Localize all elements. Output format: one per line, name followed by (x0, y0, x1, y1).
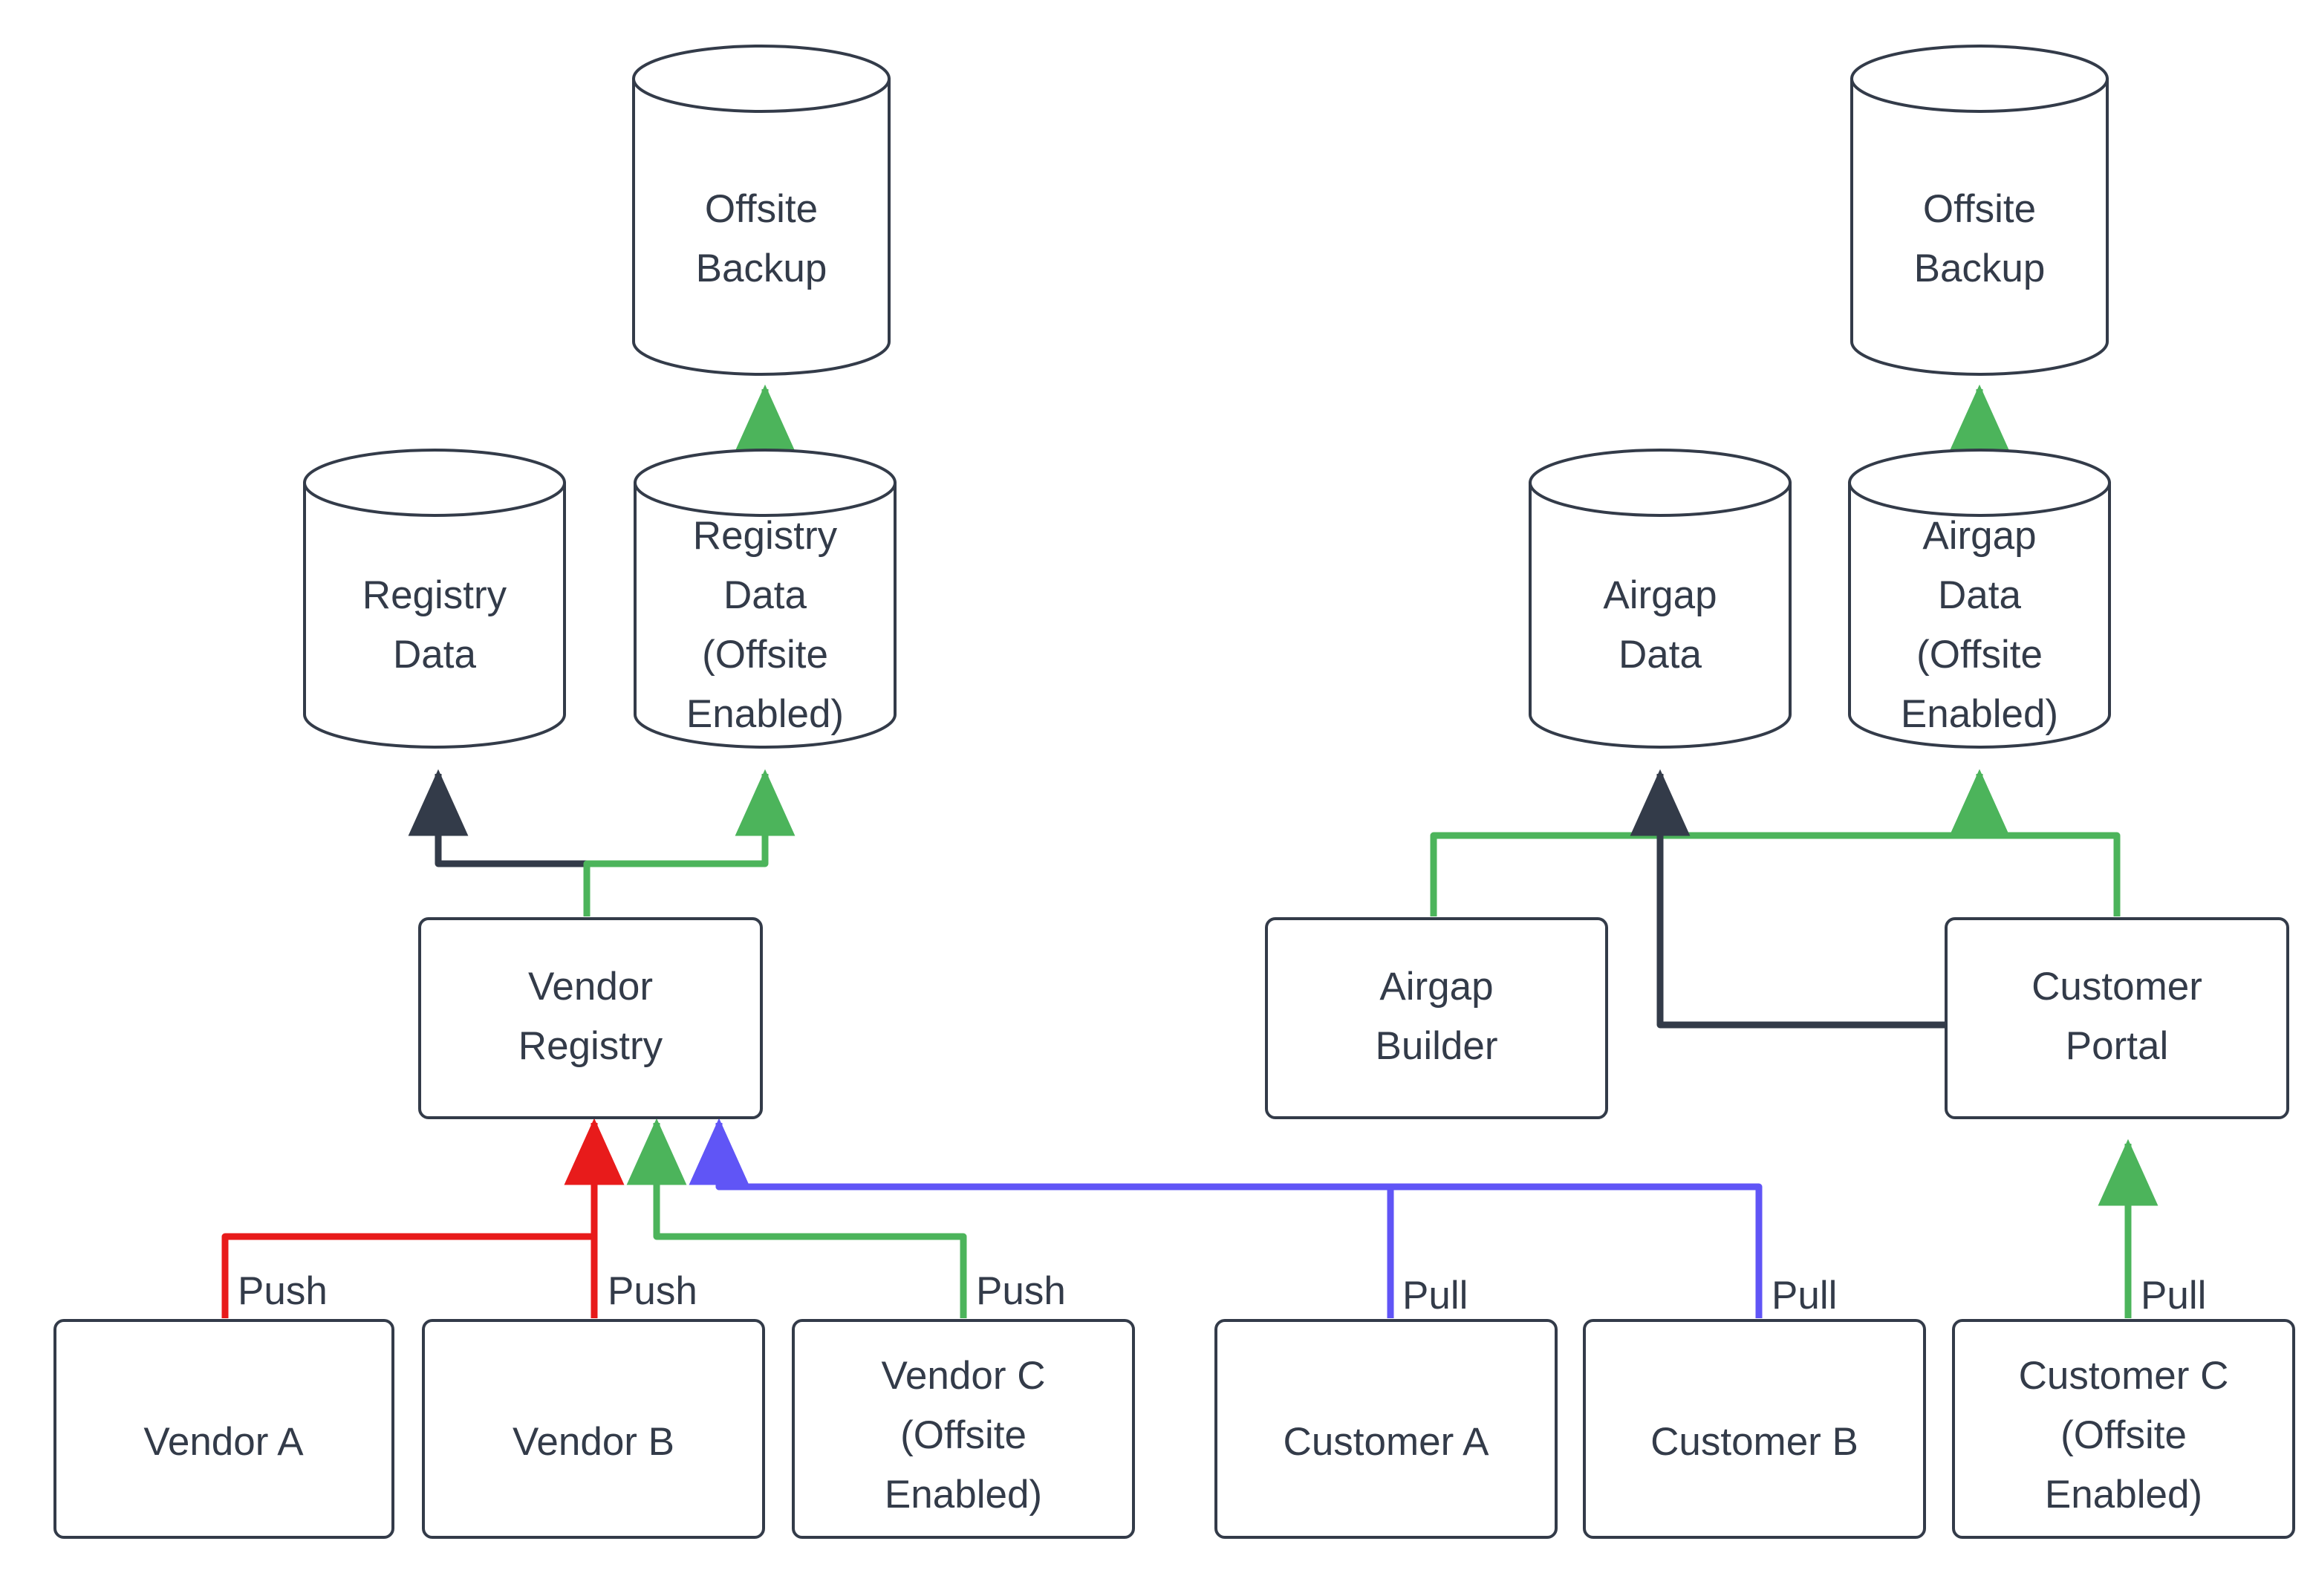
edge-label-customer-a-pull: Pull (1402, 1274, 1468, 1317)
node-customer-portal[interactable]: Customer Portal (1945, 917, 2289, 1119)
edge-vendorregistry-to-registrydata (408, 769, 591, 916)
edge-customerportal-to-airgapdata (1630, 769, 1948, 1029)
edge-label-customer-c-pull: Pull (2141, 1274, 2206, 1317)
node-label-line: (Offsite (900, 1413, 1027, 1457)
node-label-line: Vendor A (143, 1420, 304, 1464)
edge-customerb-to-vendorregistry (689, 1118, 1763, 1318)
node-label-line: Airgap (1379, 965, 1493, 1009)
node-offsite-backup-right[interactable]: Offsite Backup (1850, 45, 2109, 376)
node-label-line: (Offsite (2060, 1413, 2187, 1457)
node-airgap-data-offsite[interactable]: Airgap Data (Offsite Enabled) (1848, 449, 2111, 749)
node-label-line: (Offsite (1916, 633, 2043, 677)
node-label-line: Airgap (1603, 573, 1717, 617)
node-offsite-backup-left[interactable]: Offsite Backup (632, 45, 891, 376)
node-label-line: Vendor B (513, 1420, 674, 1464)
node-label-line: Registry (362, 573, 507, 617)
node-vendor-c[interactable]: Vendor C (Offsite Enabled) (792, 1319, 1135, 1539)
edge-label-vendor-b-push: Push (608, 1269, 697, 1313)
node-label-line: Data (1938, 573, 2021, 617)
node-label-line: Data (393, 633, 476, 677)
node-label-line: (Offsite (702, 633, 828, 677)
edge-customerportal-to-airgapdataoffsite (1949, 769, 2121, 916)
edge-vendorc-to-vendorregistry (626, 1118, 967, 1318)
node-registry-data[interactable]: Registry Data (303, 449, 566, 749)
edge-label-vendor-c-push: Push (976, 1269, 1066, 1313)
node-customer-c[interactable]: Customer C (Offsite Enabled) (1952, 1319, 2295, 1539)
edge-airgapbuilder-to-airgapdataoffsite (1430, 769, 2010, 916)
node-label-line: Customer (2031, 965, 2202, 1009)
node-label-line: Data (723, 573, 807, 617)
node-label-line: Enabled) (885, 1473, 1042, 1517)
node-registry-data-offsite[interactable]: Registry Data (Offsite Enabled) (634, 449, 897, 749)
node-label-line: Enabled) (2045, 1473, 2202, 1517)
edge-vendorregistry-to-registrydataoffsite (583, 769, 796, 916)
node-customer-b[interactable]: Customer B (1583, 1319, 1926, 1539)
node-label-line: Offsite (1923, 187, 2036, 231)
node-airgap-builder[interactable]: Airgap Builder (1265, 917, 1608, 1119)
node-label-line: Customer A (1284, 1420, 1490, 1464)
node-label-line: Customer C (2019, 1354, 2229, 1398)
node-customer-a[interactable]: Customer A (1214, 1319, 1558, 1539)
node-label-line: Offsite (705, 187, 818, 231)
node-label-line: Registry (693, 514, 838, 558)
node-label-line: Backup (696, 247, 827, 290)
node-label-line: Enabled) (1901, 692, 2058, 736)
node-label-line: Backup (1914, 247, 2046, 290)
node-vendor-b[interactable]: Vendor B (422, 1319, 765, 1539)
node-vendor-a[interactable]: Vendor A (53, 1319, 394, 1539)
node-label-line: Enabled) (686, 692, 844, 736)
node-label-line: Registry (518, 1024, 663, 1068)
node-label-line: Airgap (1922, 514, 2036, 558)
node-label-line: Portal (2066, 1024, 2168, 1068)
node-label-line: Data (1619, 633, 1702, 677)
node-vendor-registry[interactable]: Vendor Registry (418, 917, 763, 1119)
node-label-line: Customer B (1650, 1420, 1858, 1464)
node-airgap-data[interactable]: Airgap Data (1529, 449, 1792, 749)
node-label-line: Vendor (528, 965, 653, 1009)
edge-label-customer-b-pull: Pull (1772, 1274, 1837, 1317)
edge-label-vendor-a-push: Push (238, 1269, 328, 1313)
node-label-line: Vendor C (882, 1354, 1046, 1398)
node-label-line: Builder (1376, 1024, 1498, 1068)
